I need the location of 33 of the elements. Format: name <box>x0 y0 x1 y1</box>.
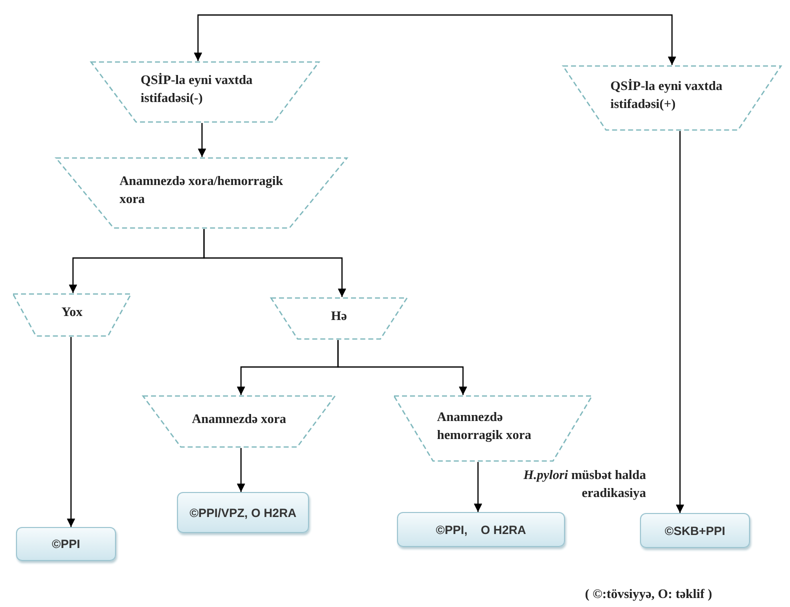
arrow <box>203 229 346 297</box>
arrow <box>337 340 468 395</box>
decision-trapezoid <box>393 395 593 462</box>
node-text: ©PPI, O H2RA <box>436 522 526 536</box>
node-text: ©SKB+PPI <box>664 524 726 538</box>
node-text: Hə <box>330 306 348 325</box>
node-text: QSİP-la eyni vaxtda istifadəsi(-) <box>140 71 254 107</box>
node-text: QSİP-la eyni vaxtda istifadəsi(+) <box>609 77 724 113</box>
node-text: Yox <box>60 303 84 322</box>
arrow <box>236 448 246 492</box>
result-box <box>397 512 565 547</box>
result-box <box>16 527 116 561</box>
node-text: ©PPI/VPZ, O H2RA <box>190 506 296 520</box>
decision-trapezoid <box>90 61 320 123</box>
arrow <box>194 14 435 61</box>
node-text: Anamnezdə xora/hemorragik xora <box>118 172 284 208</box>
result-box <box>640 513 750 548</box>
result-box <box>177 492 309 533</box>
arrow <box>676 131 684 513</box>
node-text: Anamnezdə xora <box>190 410 288 428</box>
arrow <box>66 337 76 527</box>
node-text: Anamnezdə hemorragik xora <box>436 408 532 444</box>
node-text: ©PPI <box>52 537 80 551</box>
decision-trapezoid <box>270 297 408 340</box>
decision-trapezoid <box>142 395 336 448</box>
edge-label: H.pylori müsbət halda eradikasiya <box>522 466 646 502</box>
decision-trapezoid <box>55 157 348 229</box>
decision-trapezoid <box>562 65 782 131</box>
footnote: ( ©:tövsiyyə, O: təklif ) <box>585 585 712 603</box>
arrow <box>198 123 206 157</box>
arrow <box>435 14 676 65</box>
arrow <box>474 462 482 512</box>
decision-trapezoid <box>12 293 132 337</box>
